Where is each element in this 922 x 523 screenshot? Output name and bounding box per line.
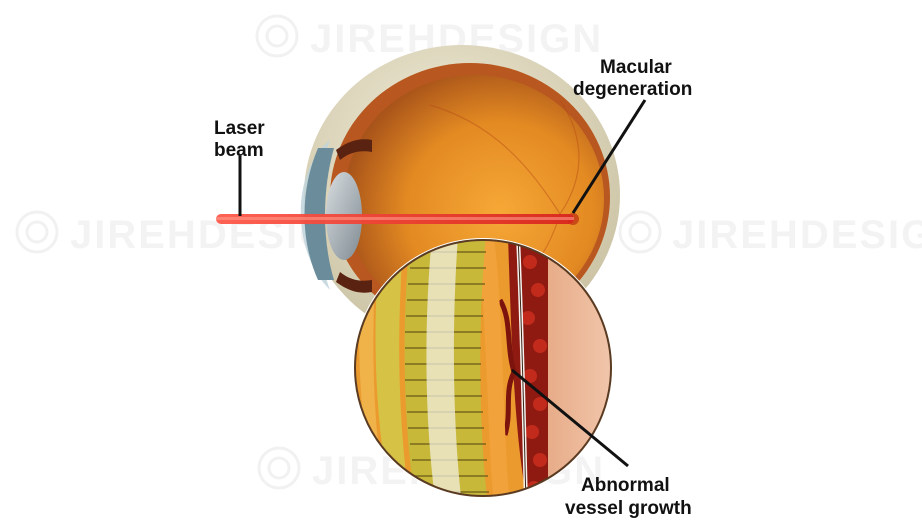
watermark-text: JIREHDESIGN (672, 213, 922, 257)
vessel-label: vessel growth (565, 498, 692, 519)
laser-label: Laser (214, 118, 265, 139)
macular-label: Macular (600, 57, 672, 78)
vessel-label: Abnormal (581, 475, 670, 496)
macular-label: degeneration (573, 79, 692, 100)
laser-label: beam (214, 140, 264, 161)
laser-beam (216, 214, 574, 224)
